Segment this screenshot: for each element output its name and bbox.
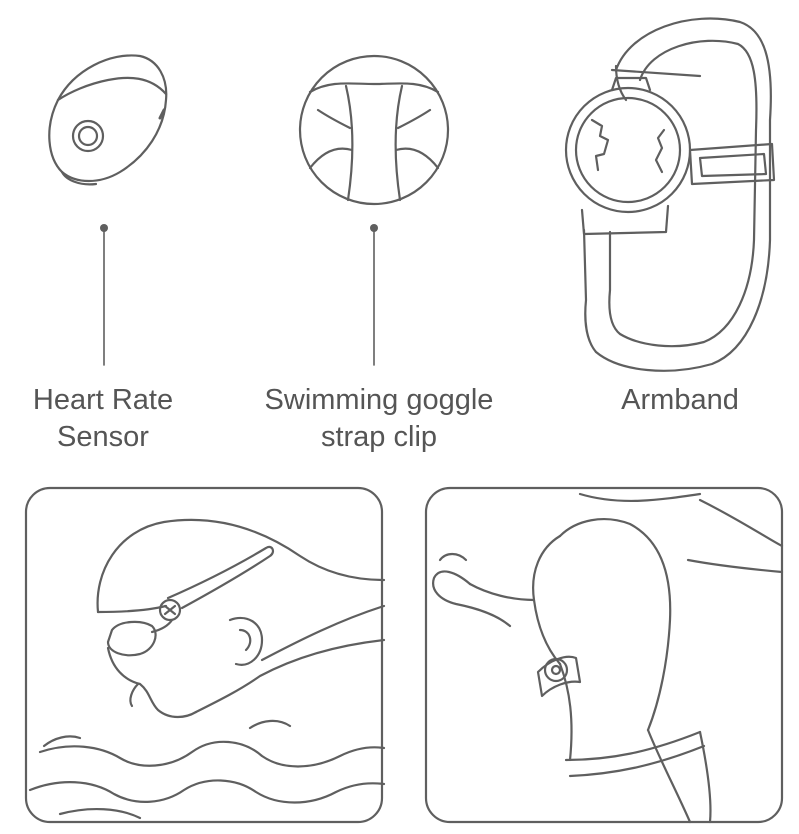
- running-panel: [424, 486, 784, 824]
- sensor-pointer: [100, 224, 108, 366]
- armband-label-line1: Armband: [621, 384, 739, 416]
- goggle-clip-label: Swimming goggle strap clip: [234, 382, 524, 456]
- heart-rate-sensor-label-line1: Heart Rate: [32, 384, 174, 416]
- swimming-panel: [24, 486, 386, 824]
- goggle-clip-label-line1: Swimming goggle: [264, 384, 494, 416]
- heart-rate-sensor-label: Heart Rate Sensor: [18, 382, 188, 456]
- armband-label: Armband: [580, 382, 780, 419]
- goggle-clip-icon: [298, 54, 450, 206]
- heart-rate-sensor-icon: [48, 54, 168, 186]
- goggle-clip-label-line2: strap clip: [320, 421, 438, 453]
- clip-pointer: [370, 224, 378, 366]
- heart-rate-sensor-label-line2: Sensor: [57, 421, 149, 453]
- armband-icon: [564, 17, 776, 372]
